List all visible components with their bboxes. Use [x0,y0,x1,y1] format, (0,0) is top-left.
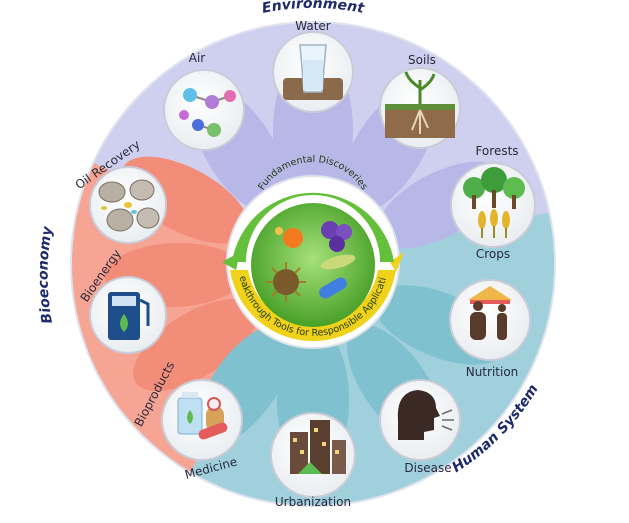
node-label: Forests [475,144,518,158]
node-label: Soils [408,53,436,67]
medicine-bottle-icon [177,392,228,440]
node-forests-crops: Forests Crops [450,144,536,261]
rock-pores-icon [98,179,160,232]
node-nutrition: Nutrition [449,279,531,379]
sprout-icon [404,71,436,104]
tools-arrow [230,270,396,342]
people-icon [470,301,507,340]
node-soils: Soils [379,53,461,149]
node-oil-recovery: Oil Recovery [73,137,167,244]
bioeconomy-label: Bioeconomy [36,224,57,324]
node-air: Air [163,51,245,151]
molecule-icon [179,88,236,137]
node-water: Water [272,19,354,113]
node-label: Crops [476,247,510,261]
node-label: Nutrition [466,365,519,379]
head-silhouette-icon [397,390,440,440]
buildings-icon [290,420,346,474]
wheat-icon [478,209,510,238]
fuel-pump-icon [108,292,150,340]
food-pyramid-icon [468,286,512,300]
node-label: Urbanization [275,495,351,509]
node-urbanization: Urbanization [270,412,356,509]
tree-icon [463,167,525,209]
microbe-icons [266,221,356,302]
node-label: Water [295,19,331,33]
environment-label: Environment [261,0,367,17]
node-disease: Disease [379,379,461,475]
node-label: Air [189,51,206,65]
node-label: Disease [404,461,451,475]
